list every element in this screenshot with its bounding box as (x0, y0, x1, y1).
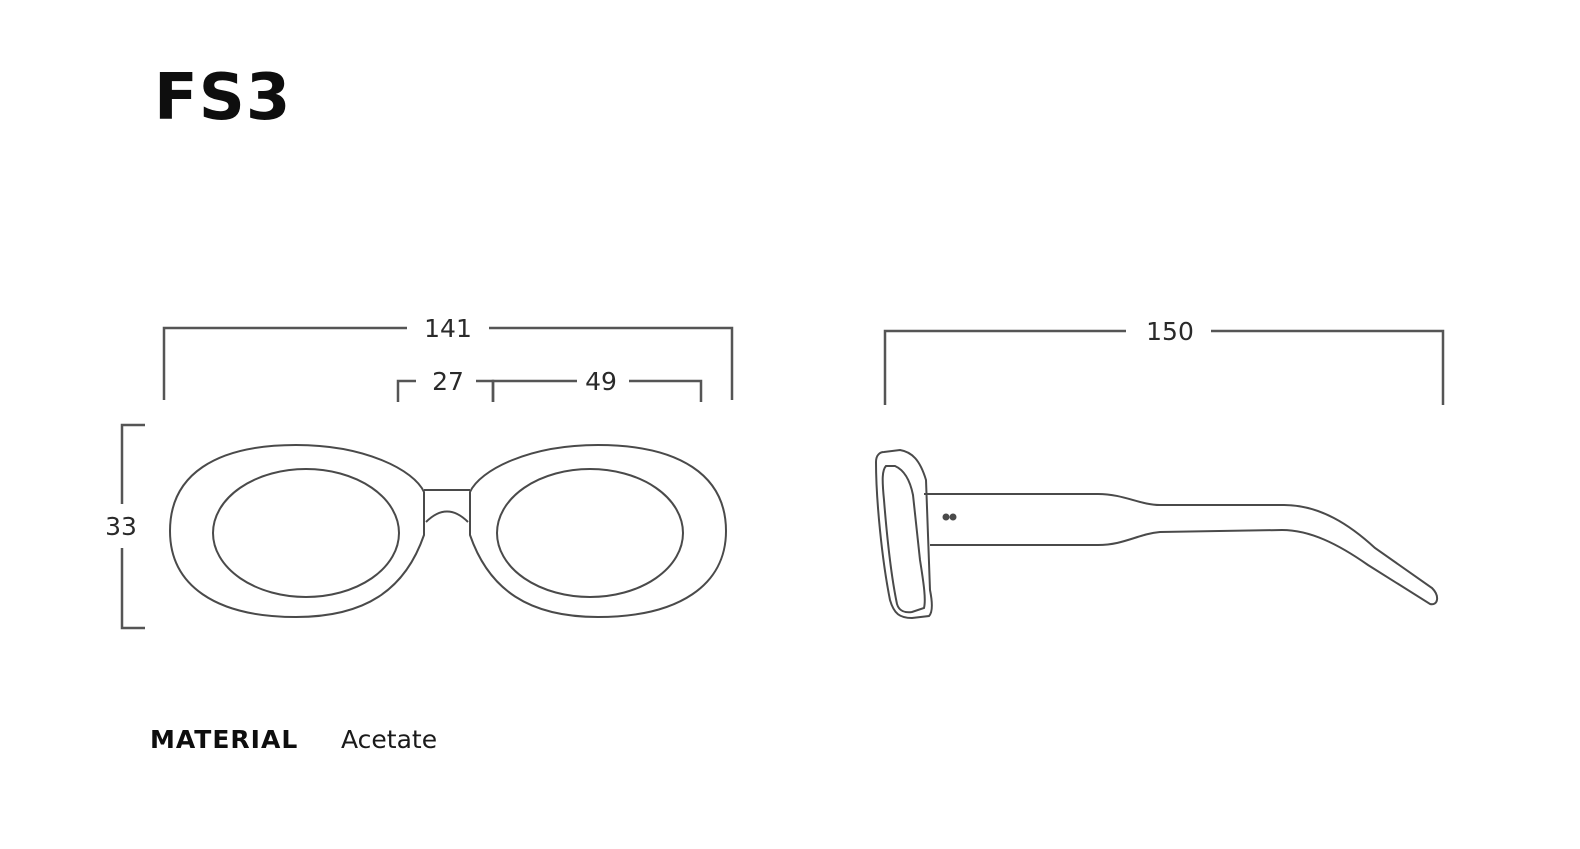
product-title: FS3 (154, 61, 292, 135)
dimension-temple-length (883, 329, 1445, 405)
right-frame-outer (469, 443, 728, 619)
lens-height-label: 33 (105, 512, 137, 541)
material-label: MATERIAL (150, 725, 299, 754)
hinge-rivet-right (949, 513, 957, 521)
dimension-lens-width (491, 379, 703, 402)
material-value: Acetate (341, 725, 438, 754)
bridge-width-label: 27 (432, 367, 464, 396)
right-lens (496, 468, 684, 598)
hinge-rivet-left (942, 513, 950, 521)
lens-width-label: 49 (585, 367, 617, 396)
side-frame-inner (881, 465, 926, 614)
left-lens (212, 468, 400, 598)
total-width-label: 141 (424, 314, 472, 343)
left-frame-outer (168, 443, 425, 619)
glasses-side-view (874, 448, 1438, 620)
temple-arm (924, 493, 1438, 606)
glasses-front-view (168, 443, 728, 619)
side-frame-front (874, 448, 933, 620)
dimension-total-width (162, 326, 734, 400)
bridge (424, 489, 470, 523)
temple-length-label: 150 (1146, 317, 1194, 346)
dimension-lens-height (120, 423, 145, 630)
